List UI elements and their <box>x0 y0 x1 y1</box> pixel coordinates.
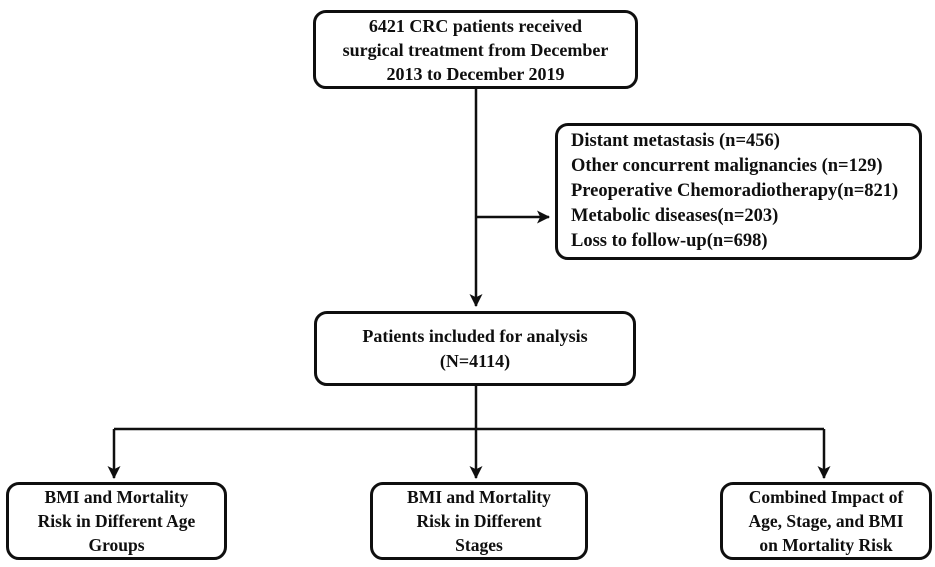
exclusion-item: Other concurrent malignancies (n=129) <box>571 156 883 176</box>
box-line: Age, Stage, and BMI <box>748 511 904 531</box>
exclusion-item: Metabolic diseases(n=203) <box>571 206 779 226</box>
box-combined-impact: Combined Impact of Age, Stage, and BMI o… <box>720 482 932 560</box>
box-line: on Mortality Risk <box>759 535 893 555</box>
box-bmi-age-groups: BMI and Mortality Risk in Different Age … <box>6 482 227 560</box>
box-exclusions: Distant metastasis (n=456) Other concurr… <box>555 123 922 260</box>
box-line: 2013 to December 2019 <box>386 63 565 84</box>
exclusion-item: Loss to follow-up(n=698) <box>571 231 768 251</box>
box-line: Patients included for analysis <box>362 325 588 346</box>
exclusion-item: Distant metastasis (n=456) <box>571 131 780 151</box>
box-line: surgical treatment from December <box>342 39 609 60</box>
box-line: BMI and Mortality <box>44 487 189 507</box>
box-bmi-stages: BMI and Mortality Risk in Different Stag… <box>370 482 588 560</box>
box-line: BMI and Mortality <box>407 487 551 507</box>
box-line: Stages <box>455 535 503 555</box>
box-line: (N=4114) <box>439 350 511 371</box>
exclusion-item: Preoperative Chemoradiotherapy(n=821) <box>571 181 899 201</box>
box-line: Combined Impact of <box>748 487 904 507</box>
box-line: 6421 CRC patients received <box>368 15 583 36</box>
box-line: Groups <box>88 535 145 555</box>
box-line: Risk in Different <box>416 511 542 531</box>
box-included-for-analysis: Patients included for analysis (N=4114) <box>314 311 636 386</box>
box-line: Risk in Different Age <box>37 511 196 531</box>
box-crc-patients: 6421 CRC patients received surgical trea… <box>313 10 638 89</box>
